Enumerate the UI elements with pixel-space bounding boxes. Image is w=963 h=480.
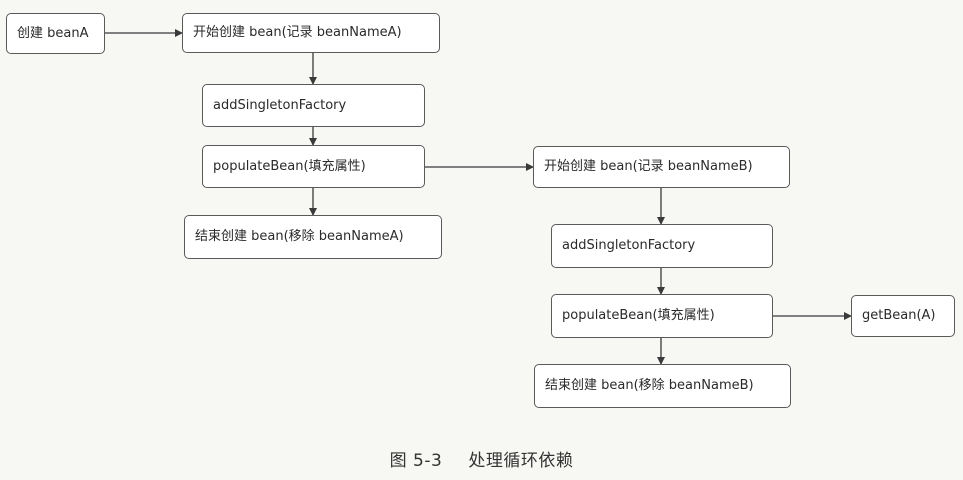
node-label: populateBean(填充属性) xyxy=(562,308,715,324)
node-populate-bean-b: populateBean(填充属性) xyxy=(551,294,773,338)
node-create-bean-a: 创建 beanA xyxy=(6,13,105,54)
node-populate-bean-a: populateBean(填充属性) xyxy=(202,145,425,188)
node-label: 创建 beanA xyxy=(17,25,89,41)
figure-caption: 图 5-3 处理循环依赖 xyxy=(0,446,963,471)
node-start-create-bean-a: 开始创建 bean(记录 beanNameA) xyxy=(182,13,440,53)
node-label: populateBean(填充属性) xyxy=(213,158,366,174)
node-label: 结束创建 bean(移除 beanNameA) xyxy=(195,229,404,245)
node-label: 结束创建 bean(移除 beanNameB) xyxy=(545,378,754,394)
node-add-singleton-factory-a: addSingletonFactory xyxy=(202,84,425,127)
node-start-create-bean-b: 开始创建 bean(记录 beanNameB) xyxy=(533,146,790,188)
node-label: addSingletonFactory xyxy=(562,238,696,254)
node-label: 开始创建 bean(记录 beanNameA) xyxy=(193,25,402,41)
node-end-create-bean-b: 结束创建 bean(移除 beanNameB) xyxy=(534,364,791,408)
figure-title: 处理循环依赖 xyxy=(468,451,574,471)
node-label: getBean(A) xyxy=(862,308,936,324)
node-end-create-bean-a: 结束创建 bean(移除 beanNameA) xyxy=(184,215,442,259)
figure-number: 图 5-3 xyxy=(389,451,443,471)
node-label: addSingletonFactory xyxy=(213,97,347,113)
node-add-singleton-factory-b: addSingletonFactory xyxy=(551,224,773,268)
node-get-bean-a: getBean(A) xyxy=(851,295,955,337)
node-label: 开始创建 bean(记录 beanNameB) xyxy=(544,159,753,175)
